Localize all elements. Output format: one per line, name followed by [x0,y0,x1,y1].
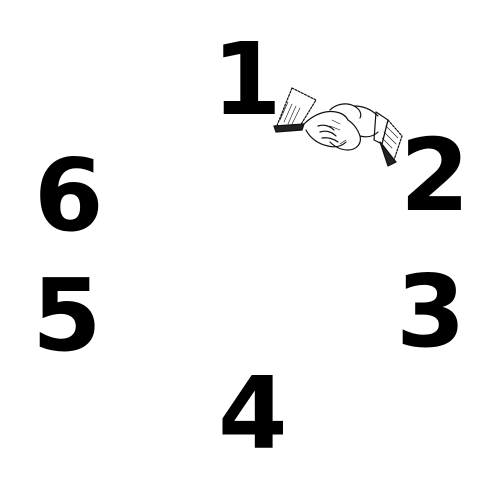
number-3: 3 [396,253,466,370]
handshake-icon [273,87,403,167]
number-1: 1 [212,21,282,138]
number-6: 6 [34,137,104,254]
number-5: 5 [32,257,102,374]
number-2: 2 [400,117,470,234]
number-4: 4 [218,355,288,472]
